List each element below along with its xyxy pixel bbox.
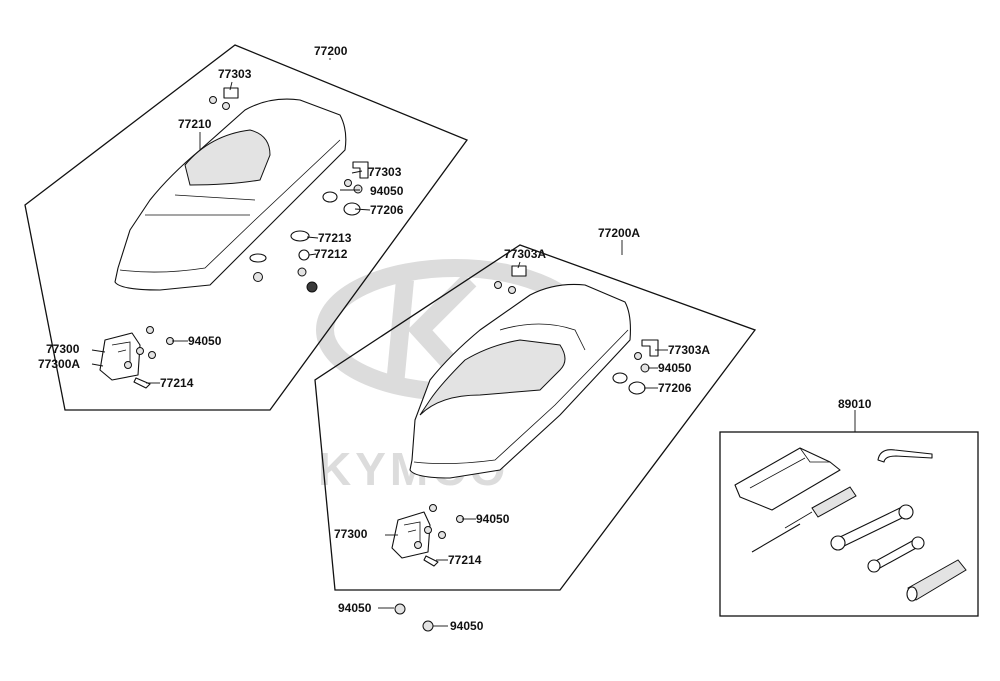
leaders-b xyxy=(385,261,668,561)
hardware-b xyxy=(494,265,659,395)
label-77213: 77213 xyxy=(318,231,352,245)
label-77212: 77212 xyxy=(314,247,348,261)
label-77206-b: 77206 xyxy=(658,381,692,395)
loose-nuts xyxy=(378,603,448,632)
label-77303-top: 77303 xyxy=(218,67,252,81)
leaders-a xyxy=(91,81,371,384)
label-77303-right: 77303 xyxy=(368,165,402,179)
seat-b xyxy=(409,283,631,479)
hardware-a xyxy=(209,87,369,293)
label-94050-lock-a: 94050 xyxy=(188,334,222,348)
frame-seat-a xyxy=(24,44,469,411)
pin-tool-icon xyxy=(751,523,801,553)
wrench-small-icon xyxy=(873,539,919,570)
label-77303a-right: 77303A xyxy=(668,343,710,357)
label-77300-a: 77300 xyxy=(46,342,80,356)
label-94050-loose-1: 94050 xyxy=(338,601,372,615)
screwdriver-icon xyxy=(811,486,857,518)
label-77300-b: 77300 xyxy=(334,527,368,541)
label-89010: 89010 xyxy=(838,397,872,411)
toolkit-items xyxy=(734,447,967,602)
wrench-icon xyxy=(837,507,907,547)
seat-a xyxy=(114,98,347,291)
label-77214-a: 77214 xyxy=(160,376,194,390)
hook-spanner-icon xyxy=(877,449,933,463)
label-77200: 77200 xyxy=(314,44,348,58)
label-77214-b: 77214 xyxy=(448,553,482,567)
label-77300a: 77300A xyxy=(38,357,80,371)
label-77206-a: 77206 xyxy=(370,203,404,217)
label-94050-loose-2: 94050 xyxy=(450,619,484,633)
label-77303a-top: 77303A xyxy=(504,247,546,261)
label-94050-right-b: 94050 xyxy=(658,361,692,375)
frame-seat-b xyxy=(314,244,757,591)
seat-lock-b xyxy=(391,504,464,567)
label-94050-lock-b: 94050 xyxy=(476,512,510,526)
label-77210: 77210 xyxy=(178,117,212,131)
seat-lock-a xyxy=(99,326,174,389)
label-77200a: 77200A xyxy=(598,226,640,240)
label-94050-right-a: 94050 xyxy=(370,184,404,198)
frame-toolkit xyxy=(719,431,979,617)
